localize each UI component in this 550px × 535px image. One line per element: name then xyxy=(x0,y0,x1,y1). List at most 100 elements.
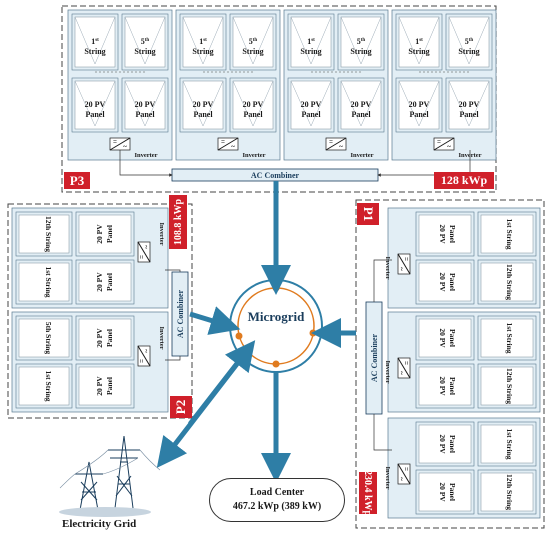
p1-dc-symbol: = xyxy=(402,257,410,261)
microgrid-node-top xyxy=(272,284,280,292)
p3-ac-symbol: ~ xyxy=(231,143,235,151)
p3-panel-a-panel-shading xyxy=(290,80,332,127)
p1-ac-symbol: ~ xyxy=(397,371,405,375)
p1-dc-symbol: = xyxy=(402,361,410,365)
p3-ac-combiner-label: AC Combiner xyxy=(251,171,300,180)
p1-panel-word: Panel xyxy=(448,483,457,501)
p3-string-first-panel-face xyxy=(398,16,440,68)
p1-inverter-label: Inverter xyxy=(384,256,391,279)
p3-string-first-string-ordinal: 1st xyxy=(199,37,207,46)
p1-panel-word: Panel xyxy=(448,273,457,291)
p3-panel-b-panel-word: Panel xyxy=(135,110,155,119)
microgrid-label: Microgrid xyxy=(247,309,305,324)
p3-string-fifth-panel-shading xyxy=(340,16,382,65)
p1-panel-count: 20 PV xyxy=(438,482,447,502)
p2-inverter-group: =~ xyxy=(137,345,151,367)
p2-inverter-label: Inverter xyxy=(158,222,165,245)
p1-panel-face xyxy=(418,366,472,406)
p3-string-fifth-string-ordinal: 5th xyxy=(357,37,366,46)
p3-string-first-panel-face xyxy=(182,16,224,68)
p3-panel-b-panel-shading xyxy=(448,80,490,127)
p1-inverter-group: =~ xyxy=(397,357,411,379)
p1-inverter-diag xyxy=(397,463,411,485)
p1-panel-word: Panel xyxy=(448,329,457,347)
p3-inverter-diag xyxy=(109,137,131,151)
p3-string-fifth-panel-face xyxy=(448,16,490,68)
p3-panel-a-panel-word: Panel xyxy=(409,110,429,119)
load-center-title: Load Center xyxy=(249,487,305,498)
p1-panel-face xyxy=(418,214,472,254)
p3-string-first-panel-shading xyxy=(398,16,440,65)
p1-ac-symbol: ~ xyxy=(397,267,405,271)
p3-panel-a-panel-shading xyxy=(398,80,440,127)
p3-string-fifth-panel-shading xyxy=(124,16,166,65)
p1-inverter-label: Inverter xyxy=(384,466,391,489)
p1-string-face xyxy=(480,472,534,512)
p2-panel-word: Panel xyxy=(105,329,114,347)
p3-string-first-panel-face xyxy=(74,16,116,68)
p3-panel-b-panel-shading xyxy=(232,80,274,127)
p3-string-first-string-ordinal: 1st xyxy=(91,37,99,46)
p1-ac-symbol: ~ xyxy=(397,477,405,481)
p3-panel-a-panel-face xyxy=(290,80,332,130)
p1-panel-count: 20 PV xyxy=(438,224,447,244)
p1-string-face xyxy=(480,318,534,358)
p3-dc-symbol: = xyxy=(329,138,333,146)
p2-panel-face xyxy=(78,262,132,302)
p1-boundary xyxy=(355,199,545,529)
p3-string-fifth-string-ordinal: 5th xyxy=(141,37,150,46)
p1-ac-combiner-label: AC Combiner xyxy=(370,333,379,382)
p3-panel-a-panel-count: 20 PV xyxy=(193,100,214,109)
p1-panel-face xyxy=(418,262,472,302)
p3-panel-a-panel-shading xyxy=(182,80,224,127)
transmission-tower-icon xyxy=(59,435,161,511)
p3-panel-b-panel-word: Panel xyxy=(351,110,371,119)
p3-panel-b-panel-face xyxy=(340,80,382,130)
p2-ac-combiner-label: AC Combiner xyxy=(176,289,185,338)
p3-inverter-label: Inverter xyxy=(134,152,157,159)
p2-string-face xyxy=(18,318,70,358)
p3-inverter-label: Inverter xyxy=(350,152,373,159)
p3-panel-a-panel-word: Panel xyxy=(301,110,321,119)
p3-string-fifth-string-word: String xyxy=(134,47,155,56)
grid-ground-shadow xyxy=(59,507,151,517)
p3-panel-b-panel-face xyxy=(448,80,490,130)
p1-panel-count: 20 PV xyxy=(438,434,447,454)
p2-panel-word: Panel xyxy=(105,377,114,395)
p2-string-label: 1st String xyxy=(44,370,53,401)
p2-wiring xyxy=(165,269,181,361)
p3-panel-a-panel-count: 20 PV xyxy=(409,100,430,109)
p3-string-fifth-panel-face xyxy=(340,16,382,68)
p1-capacity-badge: 230.4 kWp xyxy=(359,470,377,516)
p1-string-label: 12th String xyxy=(505,474,514,510)
p3-string-first-panel-shading xyxy=(74,16,116,65)
p3-string-first-string-word: String xyxy=(192,47,213,56)
p2-panel-face xyxy=(78,214,132,254)
p3-panel-b-panel-count: 20 PV xyxy=(459,100,480,109)
p3-string-first-string-word: String xyxy=(84,47,105,56)
p1-inverter-diag xyxy=(397,253,411,275)
p2-panel-count: 20 PV xyxy=(95,328,104,348)
p3-string-fifth-panel-shading xyxy=(448,16,490,65)
p3-inverter-diag xyxy=(433,137,455,151)
p2-panel-count: 20 PV xyxy=(95,376,104,396)
p1-panel-count: 20 PV xyxy=(438,328,447,348)
p3-panel-a-panel-face xyxy=(398,80,440,130)
microgrid-node-right xyxy=(309,329,317,337)
p1-inverter-label: Inverter xyxy=(384,360,391,383)
p2-string-face xyxy=(18,366,70,406)
p2-panel-face xyxy=(78,366,132,406)
p1-string-label: 1st String xyxy=(505,218,514,249)
p3-string-first-string-word: String xyxy=(408,47,429,56)
p3-inverter-diag xyxy=(325,137,347,151)
microgrid-node-left xyxy=(235,332,243,340)
p1-string-face xyxy=(480,262,534,302)
p3-string-fifth-panel-shading xyxy=(232,16,274,65)
